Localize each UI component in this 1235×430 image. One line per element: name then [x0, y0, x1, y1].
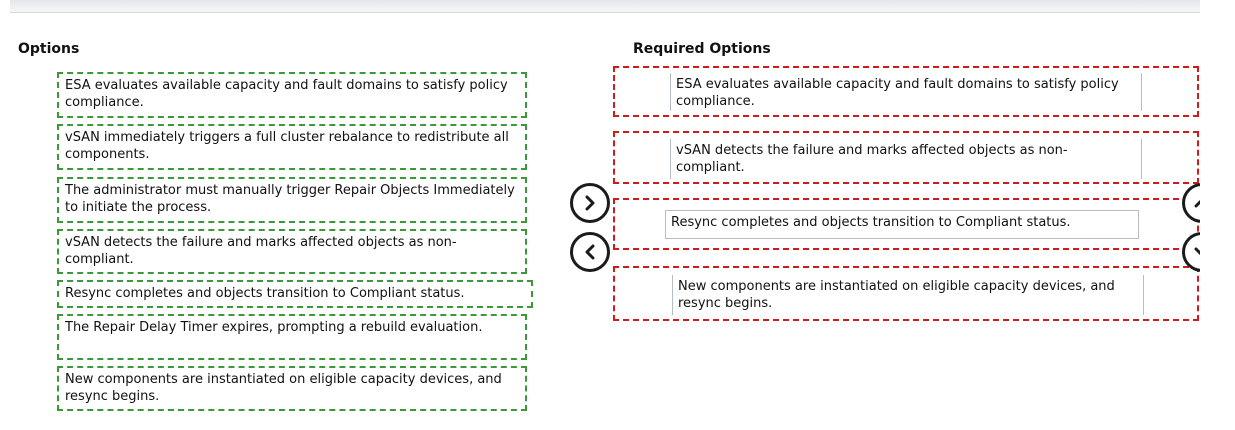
- move-left-button[interactable]: [570, 232, 610, 272]
- option-item[interactable]: vSAN detects the failure and marks affec…: [57, 229, 527, 274]
- answer-slot[interactable]: ESA evaluates available capacity and fau…: [613, 66, 1199, 117]
- chevron-right-icon: [585, 195, 595, 211]
- answer-slot[interactable]: Resync completes and objects transition …: [613, 198, 1199, 250]
- options-heading: Options: [18, 41, 80, 57]
- move-right-button[interactable]: [570, 183, 610, 223]
- chevron-left-icon: [585, 244, 595, 260]
- option-item[interactable]: The Repair Delay Timer expires, promptin…: [57, 314, 527, 360]
- required-options-heading: Required Options: [633, 41, 771, 57]
- option-item[interactable]: New components are instantiated on eligi…: [57, 366, 527, 411]
- answer-item[interactable]: vSAN detects the failure and marks affec…: [670, 139, 1142, 179]
- answer-slot[interactable]: New components are instantiated on eligi…: [613, 266, 1199, 321]
- answer-item[interactable]: New components are instantiated on eligi…: [672, 275, 1144, 315]
- answer-item[interactable]: Resync completes and objects transition …: [665, 210, 1139, 239]
- option-item[interactable]: vSAN immediately triggers a full cluster…: [57, 124, 527, 170]
- option-item[interactable]: ESA evaluates available capacity and fau…: [57, 72, 527, 118]
- option-item[interactable]: Resync completes and objects transition …: [57, 280, 533, 308]
- option-item[interactable]: The administrator must manually trigger …: [57, 177, 527, 223]
- answer-item[interactable]: ESA evaluates available capacity and fau…: [670, 73, 1142, 111]
- viewport-edge: [1200, 0, 1235, 430]
- top-toolbar-strip: [10, 0, 1200, 13]
- answer-slot[interactable]: vSAN detects the failure and marks affec…: [613, 131, 1199, 184]
